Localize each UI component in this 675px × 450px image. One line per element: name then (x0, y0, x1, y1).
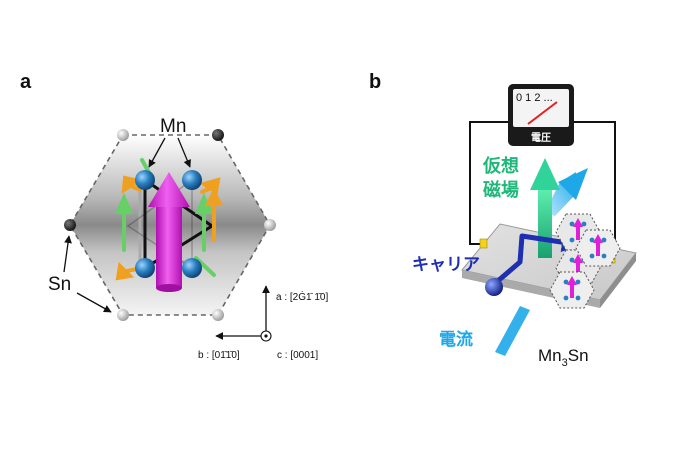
electron-icon (485, 278, 503, 296)
mn-label: Mn (160, 116, 186, 137)
current-arrow (495, 168, 588, 356)
mn-pointer (148, 137, 166, 168)
a-axis-label: a : [2Ġ1̄ 1̄0] (276, 290, 328, 303)
meter-label: 電圧 (531, 132, 551, 144)
mini-crystals (549, 213, 621, 309)
electrode-left (479, 238, 488, 249)
mn-atoms (135, 170, 202, 278)
voltmeter-icon: 0 1 2 ... 電圧 (508, 84, 574, 146)
b-axis-label: b : [01̄1̄0] (198, 350, 240, 361)
c-axis-label: c : [0001] (277, 350, 318, 361)
crystal-axes: a : [2Ġ1̄ 1̄0] b : [01̄1̄0] c : [0001] (198, 285, 328, 361)
virtual-field-label-2: 磁場 (483, 179, 519, 201)
carrier-path (490, 232, 582, 288)
virtual-field-label-1: 仮想 (482, 155, 519, 177)
sn-atoms (64, 129, 276, 321)
sn-pointer (63, 235, 72, 273)
panel-a-label: a (20, 71, 32, 93)
sn-label: Sn (48, 274, 71, 295)
current-label: 電流 (439, 329, 473, 350)
sn-pointer (76, 292, 112, 313)
meter-scale: 0 1 2 ... (516, 92, 553, 104)
mn-pointer (177, 137, 191, 168)
carrier-label: キャリア (412, 255, 480, 275)
panel-b-label: b (369, 71, 381, 93)
material-label: Mn3Sn (538, 346, 589, 369)
magnetization-arrow (148, 172, 190, 292)
